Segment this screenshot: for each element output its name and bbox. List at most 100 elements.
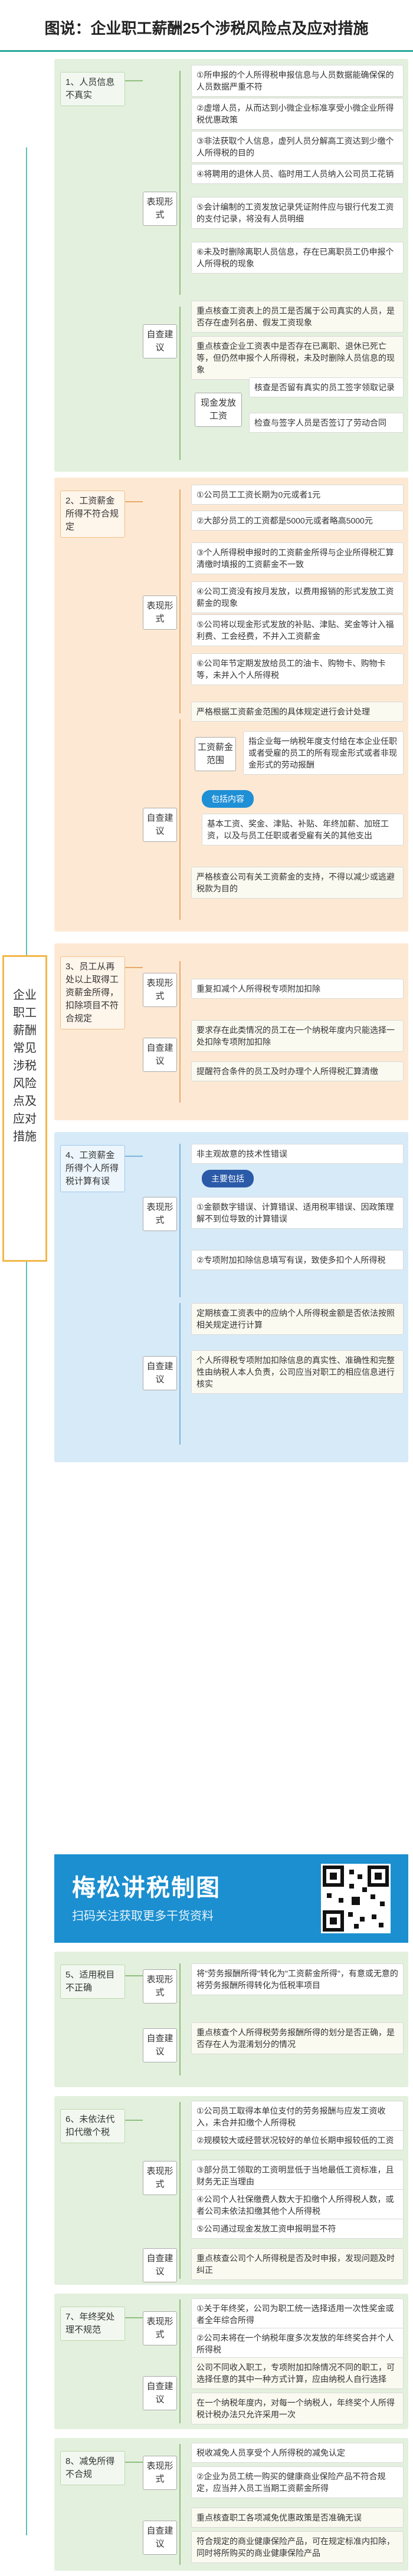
connector [125,967,143,968]
connector [179,489,181,713]
risk-item: ①金额数字错误、计算错误、适用税率错误、因政策理解不到位导致的计算错误 [191,1197,404,1229]
advice-item: 提醒符合条件的员工及时办理个人所得税汇算清缴 [191,1061,404,1081]
section-8: 8、减免所得不合规 表现形式 税收减免人员享受个人所得税的减免认定 ②企业为员工… [54,2438,408,2571]
advice-item: 要求存在此类情况的员工在一个纳税年度内只能选择一处扣除专项附加扣除 [191,1020,404,1052]
include-pill: 包括内容 [202,790,254,808]
risk-item: ②虚增人员，从而达到小微企业标准享受小微企业所得税优惠政策 [191,98,404,130]
section-4: 4、工资薪金所得个人所得税计算有误 表现形式 非主观故意的技术性错误 主要包括 … [54,1132,408,1462]
pay-scope-label: 工资薪金范围 [195,737,236,771]
section-title: 3、员工从再处以上取得工资薪金所得，扣除项目不符合规定 [60,956,125,1029]
advice-item: 个人所得税专项附加扣除信息的真实性、准确性和完整性由纳税人本人负责，公司应当对职… [191,1350,404,1394]
section-2: 2、工资薪金所得不符合规定 表现形式 ①公司员工工资长期为0元或者1元 ②大部分… [54,478,408,932]
qr-code-icon[interactable] [321,1864,391,1933]
risk-item: ①公司员工取得本单位支付的劳务报酬与应发工资收入，未合并扣缴个人所得税 [191,2101,404,2133]
advice-item: 重点核查工资表上的员工是否属于公司真实的人员，是否存在虚列名册、假发工资现象 [191,301,404,333]
advice-item: 定期核查工资表中的应纳个人所得税金额是否依法按照相关规定进行计算 [191,1303,404,1335]
banner-title: 梅松讲税制图 [72,1875,221,1901]
risk-item: ③非法获取个人信息，虚列人员分解高工资达到少缴个人所得税的目的 [191,131,404,163]
risk-item: ⑥未及时删除离职人员信息，存在已离职员工仍申报个人所得税的现象 [191,242,404,274]
section-title: 5、适用税目不正确 [60,1965,125,1999]
main-spine [26,147,27,2535]
risk-label: 表现形式 [143,2311,177,2345]
risk-item: 将"劳务报酬所得"转化为"工资薪金所得"，有意或无意的将劳务报酬所得转化为低税率… [191,1963,404,1995]
advice-item: 重点核查个人所得税劳务报酬所得的划分是否正确，是否存在人为混淆划分的情况 [191,2022,404,2054]
cash-pay-item: 核查是否留有真实的员工签字领取记录 [249,377,404,397]
advice-label: 自查建议 [143,808,177,842]
advice-label: 自查建议 [143,2028,177,2062]
connector [179,2102,181,2279]
header: 图说：企业职工薪酬25个涉税风险点及应对措施 [0,0,413,52]
root-node: 企业职工薪酬常见涉税风险点及应对措施 [2,955,47,1262]
section-3: 3、员工从再处以上取得工资薪金所得，扣除项目不符合规定 表现形式 重复扣减个人所… [54,943,408,1120]
advice-label: 自查建议 [143,2376,177,2410]
advice-item: 严格根据工资薪金范围的具体规定进行会计处理 [191,702,404,722]
risk-item: ②专项附加扣除信息填写有误，致使多扣个人所得税 [191,1250,404,1270]
connector [179,2444,181,2565]
risk-item: ①公司员工工资长期为0元或者1元 [191,485,404,505]
connector [179,719,181,920]
connector [179,1144,181,1297]
connector [179,71,181,295]
risk-item: ④公司个人社保缴费人数大于扣缴个人所得税人数，或者公司未依法扣缴其他个人所得税 [191,2189,404,2221]
risk-item: ②企业为员工统一购买的健康商业保险产品不符合规定，应当并入员工当期工资薪金所得 [191,2466,404,2498]
section-5: 5、适用税目不正确 表现形式 将"劳务报酬所得"转化为"工资薪金所得"，有意或无… [54,1952,408,2087]
risk-label: 表现形式 [143,2161,177,2195]
section-title: 6、未依法代扣代缴个税 [60,2109,125,2143]
connector [179,307,181,460]
section-1: 1、人员信息不真实 表现形式 ①所申报的个人所得税申报信息与人员数据能确保保的人… [54,59,408,472]
page-title: 图说：企业职工薪酬25个涉税风险点及应对措施 [44,19,369,37]
risk-label: 表现形式 [143,1197,177,1231]
connector [179,2299,181,2423]
advice-label: 自查建议 [143,324,177,358]
include-desc: 基本工资、奖金、津贴、补贴、年终加薪、加班工资，以及与员工任职或者受雇有关的其他… [202,814,404,845]
cash-pay-label: 现金发放工资 [195,393,242,427]
risk-item: 重复扣减个人所得税专项附加扣除 [191,979,404,999]
main-pill: 主要包括 [202,1170,254,1187]
advice-item: 公司不同收入职工，专项附加扣除情况不同的职工，可选择任意的其中一种方式计算，应由… [191,2357,404,2389]
risk-label: 表现形式 [143,2456,177,2490]
risk-item: ③个人所得税申报时的工资薪金所得与企业所得税汇算清缴时填报的工资薪金不一致 [191,542,404,574]
connector [125,1975,143,1976]
section-title: 7、年终奖处理不规范 [60,2307,125,2341]
root-label: 企业职工薪酬常见涉税风险点及应对措施 [13,989,37,1143]
risk-item: ②规模较大或经营状况较好的单位长期申报较低的工资 [191,2130,404,2150]
risk-label: 表现形式 [143,596,177,630]
connector [179,961,181,1103]
pay-scope-desc: 指企业每一纳税年度支付给在本企业任职或者受雇的员工的所有现金形式或者非现金形式的… [243,731,404,775]
advice-label: 自查建议 [143,2521,177,2555]
risk-label: 表现形式 [143,973,177,1007]
advice-item: 重点核查职工各项减免优惠政策是否准确无误 [191,2508,404,2528]
advice-label: 自查建议 [143,1356,177,1390]
promo-banner[interactable]: 梅松讲税制图 扫码关注获取更多干货资料 [54,1854,408,1943]
section-title: 8、减免所得不合规 [60,2451,125,2485]
connector [125,2120,143,2121]
risk-item: 非主观故意的技术性错误 [191,1144,404,1164]
risk-item: ④公司工资没有按月发放，以费用报销的形式发放工资薪金的现象 [191,581,404,613]
connector [125,501,143,502]
risk-item: ⑤公司将以现金形式发放的补贴、津贴、奖金等计入福利费、工会经费，不并入工资薪金 [191,614,404,646]
banner-subtitle: 扫码关注获取更多干货资料 [72,1910,214,1923]
risk-item: ⑤公司通过现金发放工资申报明显不符 [191,2219,404,2239]
risk-item: ①所申报的个人所得税申报信息与人员数据能确保保的人员数据严重不符 [191,65,404,97]
risk-label: 表现形式 [143,192,177,226]
connector [125,80,143,81]
advice-label: 自查建议 [143,2248,177,2282]
connector [125,2317,143,2318]
risk-label: 表现形式 [143,1969,177,2003]
section-title: 4、工资薪金所得个人所得税计算有误 [60,1145,125,1192]
risk-item: ②公司未将在一个纳税年度多次发放的年终奖合并个人所得税 [191,2328,404,2360]
connector [179,1303,181,1445]
advice-item: 在一个纳税年度内，对每一个纳税人，年终奖个人所得税计税办法只允许采用一次 [191,2393,404,2424]
advice-item: 重点核查公司个人所得税是否及时申报，发现问题及时纠正 [191,2248,404,2280]
advice-label: 自查建议 [143,1038,177,1072]
connector [125,1156,143,1157]
risk-item: ④将聘用的退休人员、临时用工人员纳入公司员工花销 [191,164,404,184]
cash-pay-item: 检查与签字人员是否签订了劳动合同 [249,413,404,433]
section-title: 2、工资薪金所得不符合规定 [60,491,125,538]
section-title: 1、人员信息不真实 [60,72,125,106]
risk-item: ①关于年终奖，公司为职工统一选择适用一次性奖金或者全年综合所得 [191,2298,404,2330]
section-7: 7、年终奖处理不规范 表现形式 ①关于年终奖，公司为职工统一选择适用一次性奖金或… [54,2294,408,2429]
advice-item: 符合规定的商业健康保险产品，可在规定标准内扣除，同时将所购买的商业健康保险产品 [191,2531,404,2563]
section-6: 6、未依法代扣代缴个税 表现形式 ①公司员工取得本单位支付的劳务报酬与应发工资收… [54,2096,408,2285]
